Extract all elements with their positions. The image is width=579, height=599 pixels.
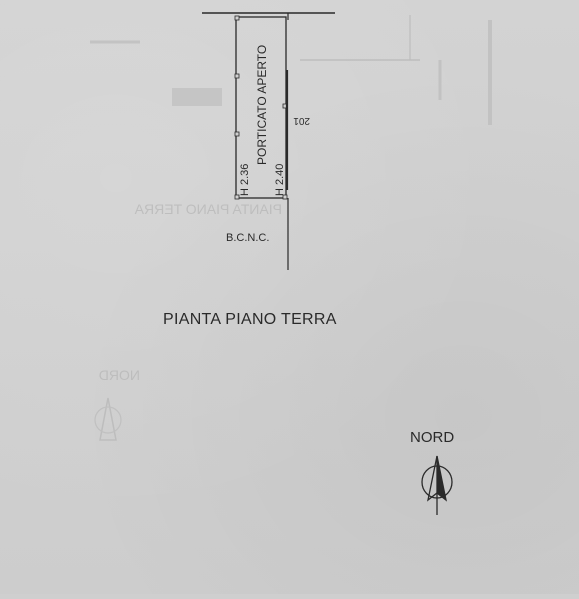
north-arrow-icon bbox=[421, 455, 453, 515]
column-marker bbox=[234, 15, 240, 21]
ghost-title-mirrored: PIANTA PIANO TERRA bbox=[134, 201, 282, 217]
bcnc-label: B.C.N.C. bbox=[226, 232, 269, 244]
ghost-smudge bbox=[172, 88, 222, 106]
ghost-north-circle bbox=[94, 406, 122, 434]
plan-title: PIANTA PIANO TERRA bbox=[163, 311, 337, 328]
ghost-north-mirrored: NORD bbox=[99, 367, 140, 383]
height-right-label: H 2.40 bbox=[274, 164, 286, 196]
wall-fragment-label: 201 bbox=[293, 115, 310, 126]
column-marker bbox=[234, 73, 240, 79]
height-left-label: H 2.36 bbox=[239, 164, 251, 196]
column-marker bbox=[234, 131, 240, 137]
column-marker bbox=[234, 194, 240, 200]
north-label: NORD bbox=[410, 429, 454, 446]
bleed-through-layer: PIANTA PIANO TERRA NORD bbox=[90, 15, 492, 441]
ghost-north-arrow bbox=[99, 397, 117, 441]
room-name-label: PORTICATO APERTO bbox=[255, 45, 269, 165]
column-marker bbox=[282, 194, 288, 200]
